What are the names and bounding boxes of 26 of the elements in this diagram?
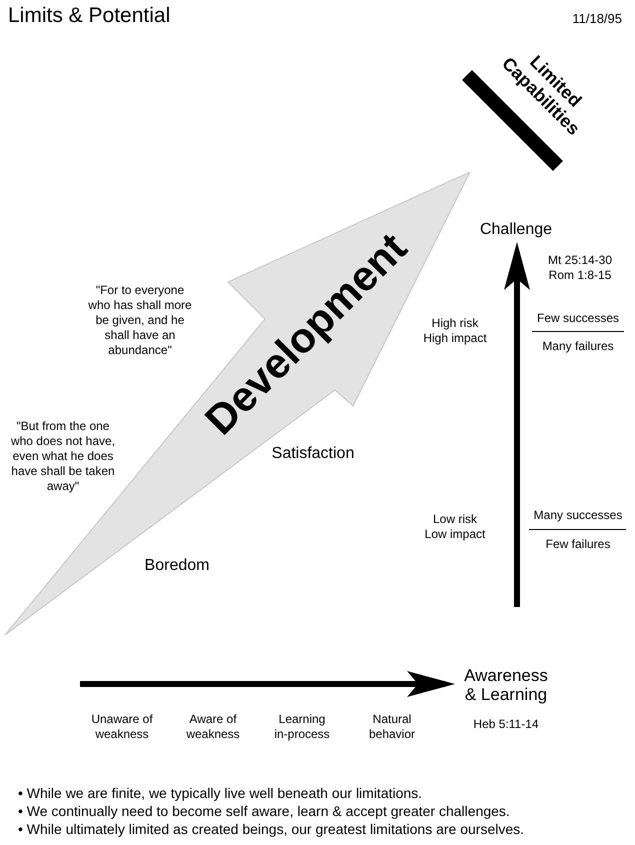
scripture-reference: Rom 1:8-15 bbox=[548, 268, 612, 282]
arrow bbox=[80, 671, 455, 697]
outcome-text: Few successes bbox=[536, 311, 620, 325]
axis-end-label: Challenge bbox=[480, 221, 552, 239]
bullet-point: • While ultimately limited as created beings, our greatest limitations are ourselves. bbox=[18, 820, 524, 838]
quote-text: "For to everyone who has shall more be given, and he shall have an abundance" bbox=[87, 283, 193, 358]
outcome-text: Few failures bbox=[546, 537, 610, 551]
stage-label: Learning in-process bbox=[273, 712, 331, 742]
arrow bbox=[504, 242, 530, 607]
risk-note: Low risk Low impact bbox=[424, 512, 486, 542]
outcome-text: Many failures bbox=[542, 339, 614, 353]
axis-end-label: Awareness & Learning bbox=[463, 666, 549, 704]
title: Limits & Potential bbox=[8, 3, 170, 28]
stage-label: Natural behavior bbox=[368, 712, 416, 742]
scripture-reference: Mt 25:14-30 bbox=[548, 253, 612, 267]
risk-note: High risk High impact bbox=[422, 316, 488, 346]
zone-label: Satisfaction bbox=[272, 445, 354, 463]
stage-label: Aware of weakness bbox=[185, 712, 241, 742]
bullet-point: • While we are finite, we typically live well beneath our limitations. bbox=[18, 784, 422, 802]
date-text: 11/18/95 bbox=[572, 11, 622, 26]
scripture-reference: Heb 5:11-14 bbox=[472, 717, 540, 731]
outcome-text: Many successes bbox=[534, 508, 622, 522]
zone-label: Boredom bbox=[144, 557, 210, 575]
stage-label: Unaware of weakness bbox=[90, 712, 154, 742]
bullet-point: • We continually need to become self aware, learn & accept greater challenges. bbox=[18, 802, 510, 820]
quote-text: "But from the one who does not have, even what he does have shall be taken away" bbox=[10, 419, 116, 494]
